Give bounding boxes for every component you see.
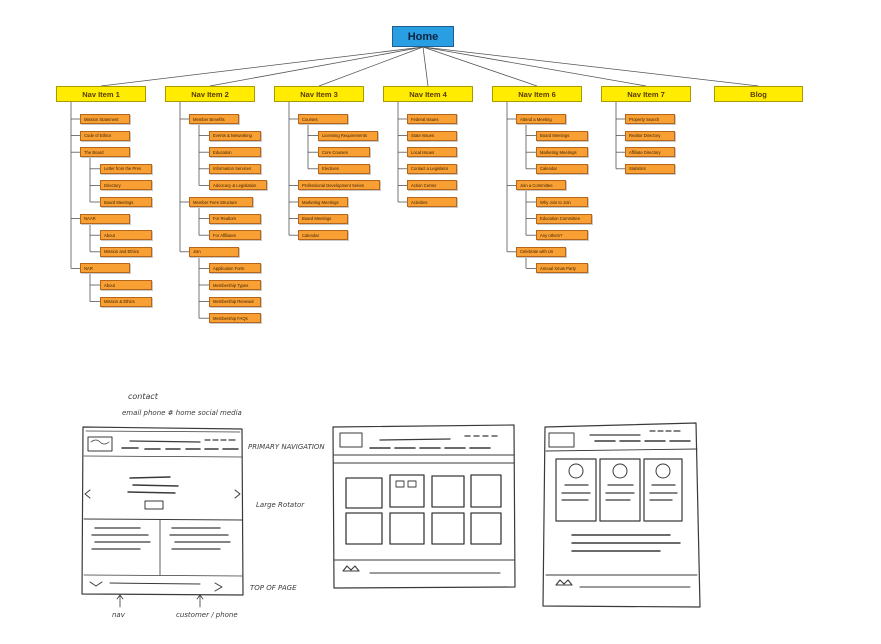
- wireframe-sketch-grid: [332, 424, 516, 589]
- sitemap-item-education-committee: Education Committee: [536, 213, 592, 224]
- sitemap-item-directory: Directory: [100, 180, 152, 191]
- nav-nav-item-1: Nav Item 1: [56, 86, 146, 102]
- connector-line: [209, 46, 424, 87]
- sitemap-item-mission-statement: Mission Statement: [80, 114, 130, 124]
- sitemap-item-marketing-meetings: Marketing Meetings: [298, 197, 348, 207]
- annotation-primary-navigation: PRIMARY NAVIGATION: [248, 443, 325, 451]
- sitemap-item-professional-development-series: Professional Development Series: [298, 180, 380, 191]
- sitemap-item-member-benefits: Member Benefits: [189, 114, 239, 124]
- annotation-contact: contact: [128, 392, 159, 401]
- sitemap-item-member-fees-structure: Member Fees Structure: [189, 197, 253, 207]
- home-node: Home: [392, 26, 454, 47]
- sitemap-item-education: Education: [209, 147, 261, 158]
- sitemap-item-celebrate-with-us: Celebrate with Us: [516, 246, 566, 257]
- sitemap-connectors: [70, 46, 759, 319]
- sitemap-item-calendar: Calendar: [536, 163, 588, 174]
- sitemap-item-letter-from-the-pres: Letter from the Pres: [100, 163, 152, 174]
- annotation-nav: nav: [112, 611, 126, 619]
- sitemap-item-membership-types: Membership Types: [209, 280, 261, 290]
- annotation-large-rotator: Large Rotator: [256, 501, 305, 509]
- sitemap-item-action-center: Action Center: [407, 180, 457, 191]
- sitemap-item-statistics: Statistics: [625, 163, 675, 174]
- sitemap-item-affiliate-directory: Affiliate Directory: [625, 147, 675, 158]
- sitemap-item-board-meetings: Board Meetings: [536, 130, 588, 141]
- connector-line: [422, 46, 759, 87]
- sitemap-item-federal-issues: Federal Issues: [407, 114, 457, 124]
- sitemap-item-about: About: [100, 230, 152, 241]
- nav-blog: Blog: [714, 86, 803, 102]
- sitemap-item-about: About: [100, 280, 152, 290]
- sitemap-item-local-issues: Local Issues: [407, 147, 457, 158]
- sitemap-item-nar: NAR: [80, 263, 130, 274]
- sitemap-item-events-networking: Events & Networking: [209, 130, 261, 141]
- wireframe-sketch-cards: [542, 422, 701, 608]
- sitemap-item-mission-ethics: Mission & Ethics: [100, 296, 152, 307]
- sitemap-item-for-realtors: For Realtors: [209, 213, 261, 224]
- sitemap-item-board-meetings: Board Meetings: [298, 213, 348, 224]
- wireframe-sketches: contact email phone # home social media …: [81, 392, 701, 619]
- sitemap-item-advocacy-legislation: Advocacy & Legislation: [209, 180, 267, 191]
- sitemap-item-core-courses: Core Courses: [318, 147, 370, 158]
- annotation-top-line: email phone # home social media: [122, 409, 242, 417]
- nav-nav-item-6: Nav Item 6: [492, 86, 582, 102]
- sitemap-item-realtor-directory: Realtor Directory: [625, 130, 675, 141]
- sitemap-item-calendar: Calendar: [298, 230, 348, 241]
- sitemap-item-join-a-committee: Join a Committee: [516, 180, 566, 191]
- sitemap-item-why-join-to-join: Why Join to Join: [536, 197, 588, 207]
- sitemap-item-state-issues: State Issues: [407, 130, 457, 141]
- sitemap-item-the-board: The Board: [80, 147, 130, 158]
- sitemap-item-any-others: Any others?: [536, 230, 588, 241]
- sitemap-item-membership-renewal: Membership Renewal: [209, 296, 261, 307]
- sitemap-item-board-meetings: Board Meetings: [100, 197, 152, 207]
- sitemap-item-mission-and-ethics: Mission and Ethics: [100, 246, 152, 257]
- connector-line: [318, 46, 424, 87]
- annotation-top-of-page: TOP OF PAGE: [250, 584, 297, 592]
- sitemap-item-contact-a-legislator: Contact a Legislator: [407, 163, 457, 174]
- annotation-customer-phone: customer / phone: [176, 611, 238, 619]
- connector-line: [100, 46, 424, 87]
- sitemap-item-courses: Courses: [298, 114, 348, 124]
- sitemap-item-application-form: Application Form: [209, 263, 261, 274]
- sitemap-item-membership-faqs: Membership FAQs: [209, 313, 261, 324]
- nav-nav-item-3: Nav Item 3: [274, 86, 364, 102]
- sitemap-item-activities: Activities: [407, 197, 457, 207]
- nav-nav-item-7: Nav Item 7: [601, 86, 691, 102]
- sitemap-item-marketing-meetings: Marketing Meetings: [536, 147, 588, 158]
- sitemap-item-attend-a-meeting: Attend a Meeting: [516, 114, 566, 124]
- sitemap-item-naar: NAAR: [80, 213, 130, 224]
- sitemap-item-join: Join: [189, 246, 239, 257]
- sitemap-item-for-affiliates: For Affiliates: [209, 230, 261, 241]
- sitemap-item-annual-xmas-party: Annual Xmas Party: [536, 263, 588, 274]
- connector-line: [422, 46, 429, 87]
- sitemap-item-electives: Electives: [318, 163, 370, 174]
- nav-nav-item-4: Nav Item 4: [383, 86, 473, 102]
- sitemap-item-licensing-requirements: Licensing Requirements: [318, 130, 378, 141]
- sitemap-item-property-search: Property Search: [625, 114, 675, 124]
- connector-line: [422, 46, 647, 87]
- sitemap-item-code-of-ethics: Code of Ethics: [80, 130, 130, 141]
- connector-line: [422, 46, 538, 87]
- nav-nav-item-2: Nav Item 2: [165, 86, 255, 102]
- wireframe-sketch-home: [81, 426, 244, 608]
- sitemap-item-information-services: Information Services: [209, 163, 261, 174]
